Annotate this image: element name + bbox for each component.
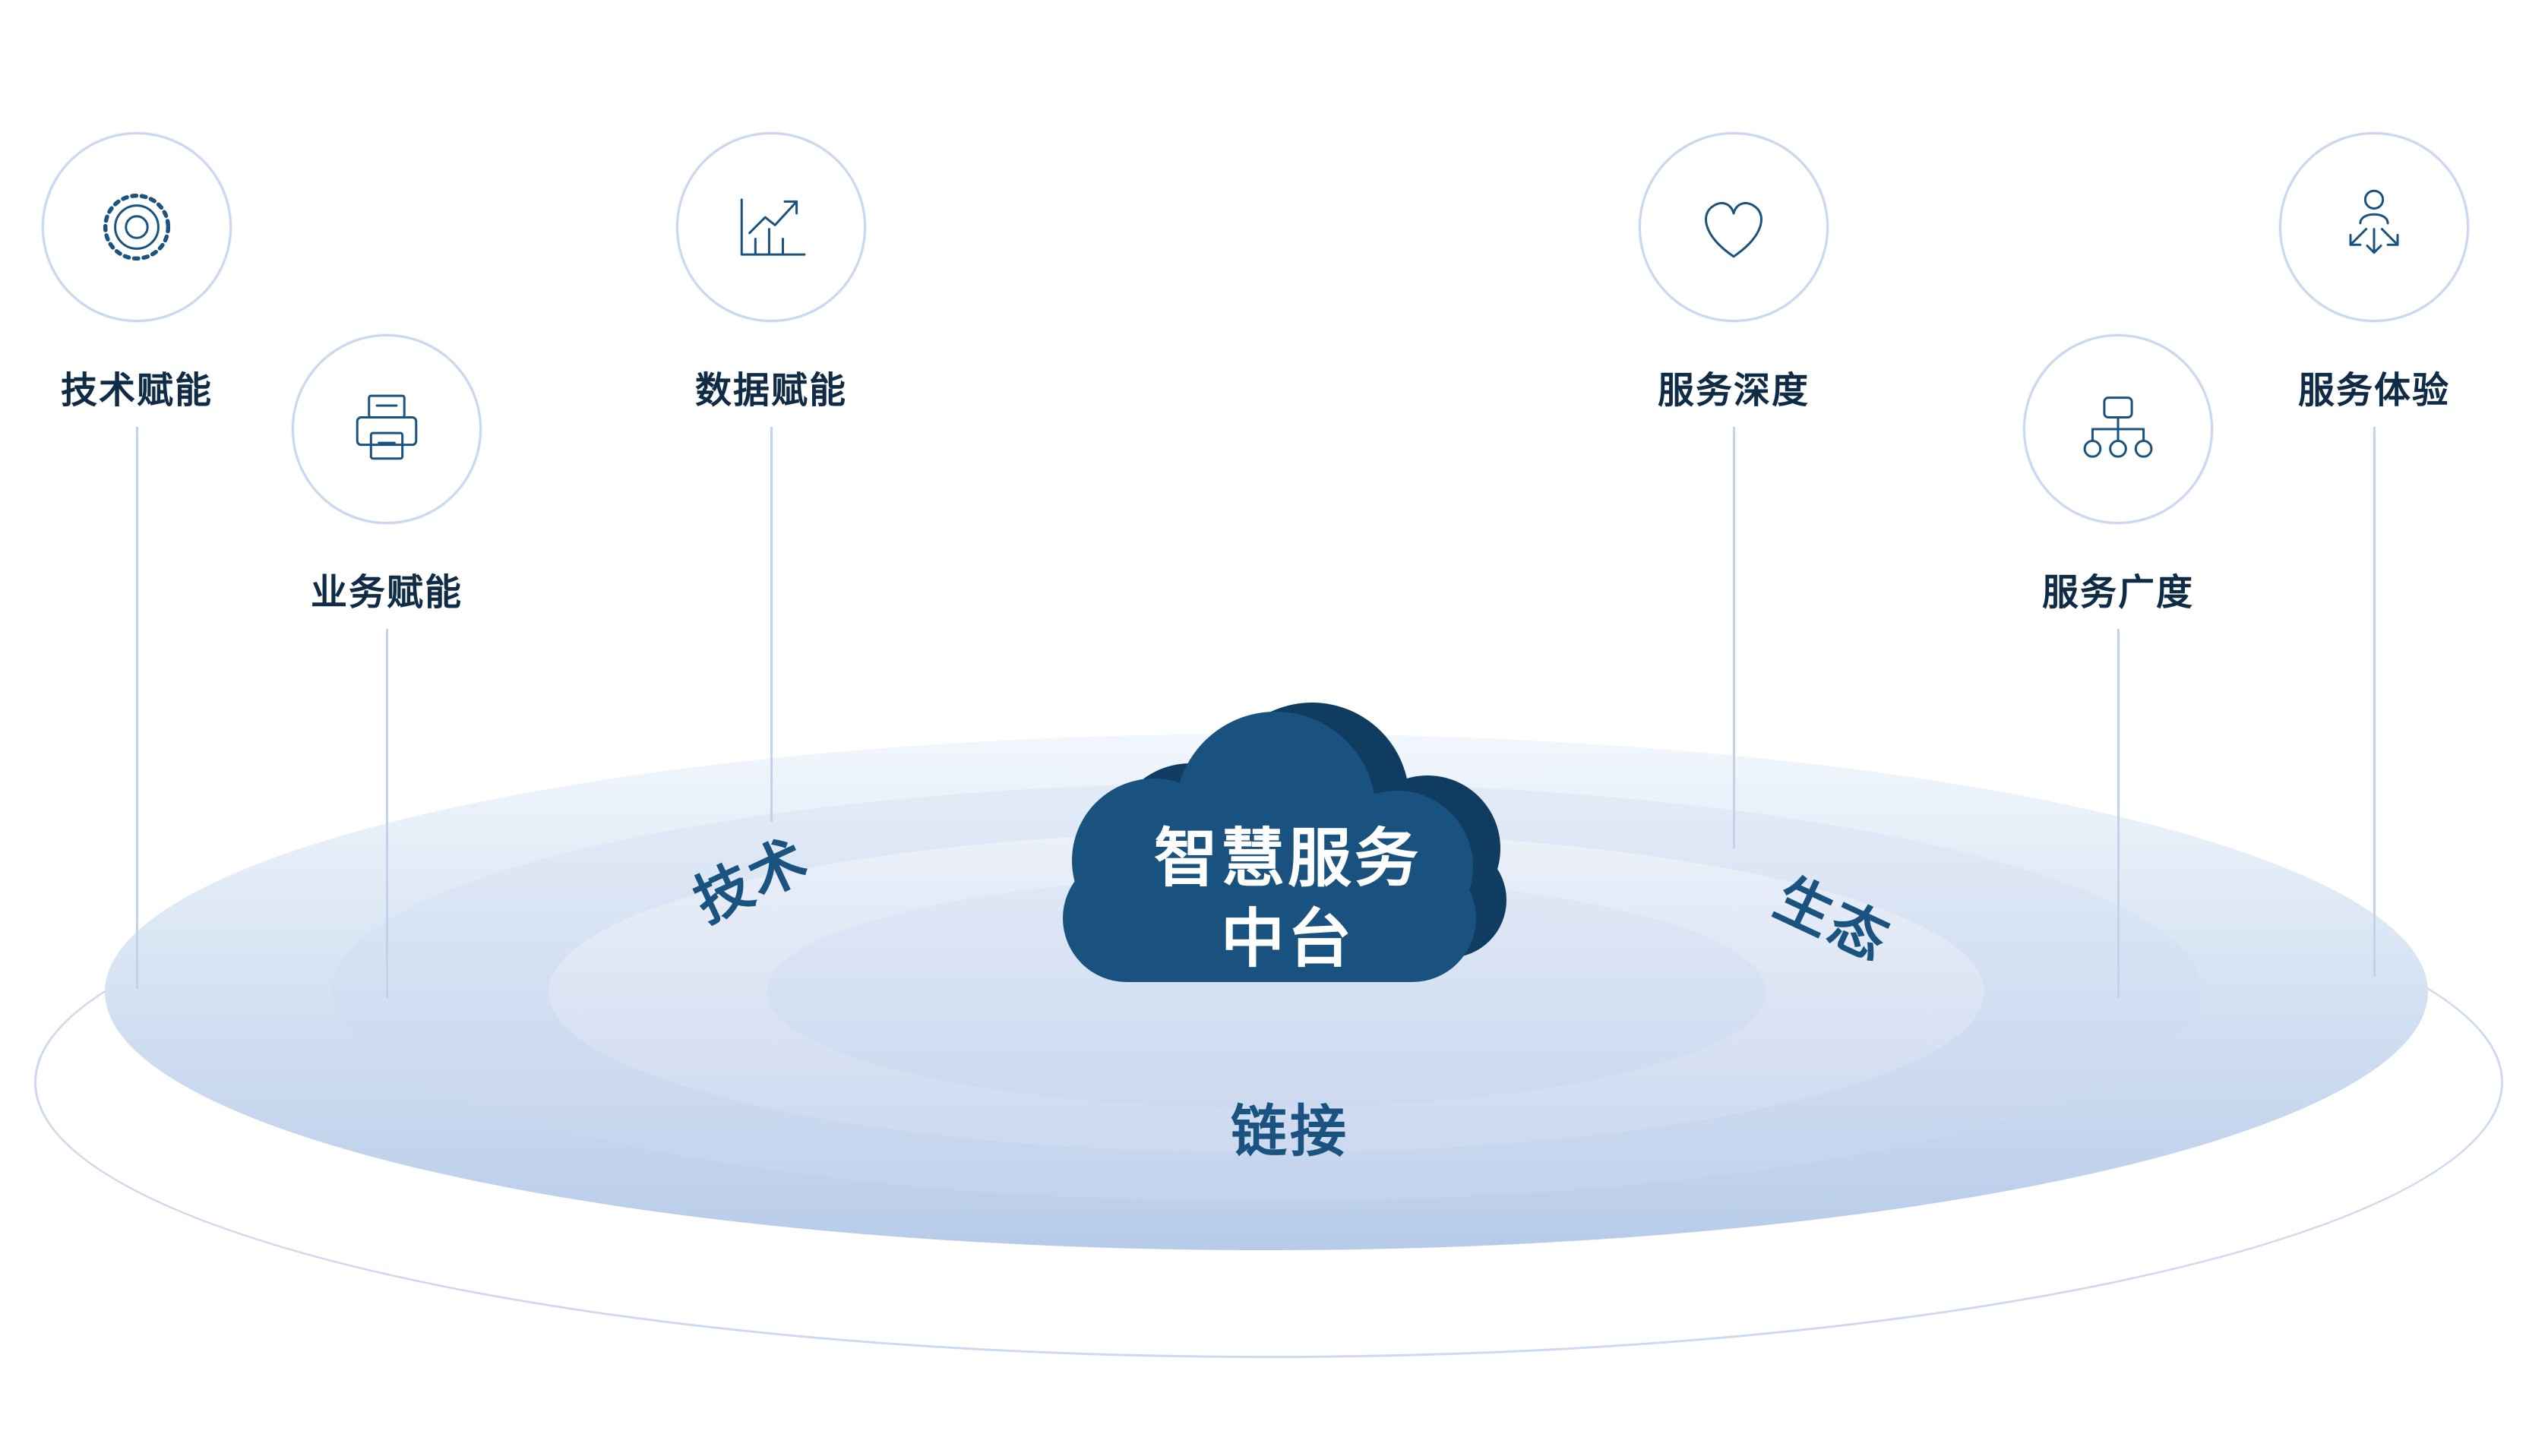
connector-line xyxy=(1732,427,1735,848)
cloud-title-line2: 中台 xyxy=(1220,902,1355,974)
node-label: 技术赋能 xyxy=(60,371,213,411)
node-data-empowerment: 数据赋能 xyxy=(574,132,969,822)
node-label: 数据赋能 xyxy=(694,371,847,411)
node-label: 业务赋能 xyxy=(310,573,463,613)
orbit-word-link: 链接 xyxy=(1231,1100,1349,1163)
cloud-title: 智慧服务 中台 xyxy=(984,819,1592,980)
node-service-experience: 服务体验 xyxy=(2177,132,2526,977)
bar-chart-growth-icon xyxy=(676,132,866,322)
sitemap-icon xyxy=(2023,334,2213,524)
connector-line xyxy=(385,629,388,998)
node-label: 服务深度 xyxy=(1657,371,1810,411)
node-label: 服务体验 xyxy=(2297,371,2450,411)
connector-line xyxy=(2373,427,2376,977)
node-tech-empowerment: 技术赋能 xyxy=(0,132,334,989)
node-label: 服务广度 xyxy=(2041,573,2194,613)
cloud-shape xyxy=(1063,703,1506,982)
center-cloud xyxy=(984,703,1592,1067)
node-business-empowerment: 业务赋能 xyxy=(189,334,584,998)
node-service-depth: 服务深度 xyxy=(1536,132,1931,848)
connector-line xyxy=(770,427,773,822)
printer-icon xyxy=(292,334,482,524)
person-directions-icon xyxy=(2279,132,2469,322)
gear-icon xyxy=(42,132,232,322)
cloud-title-line1: 智慧服务 xyxy=(1153,823,1421,894)
connector-line xyxy=(135,427,138,989)
heart-icon xyxy=(1639,132,1829,322)
connector-line xyxy=(2117,629,2120,998)
node-service-breadth: 服务广度 xyxy=(1921,334,2316,998)
